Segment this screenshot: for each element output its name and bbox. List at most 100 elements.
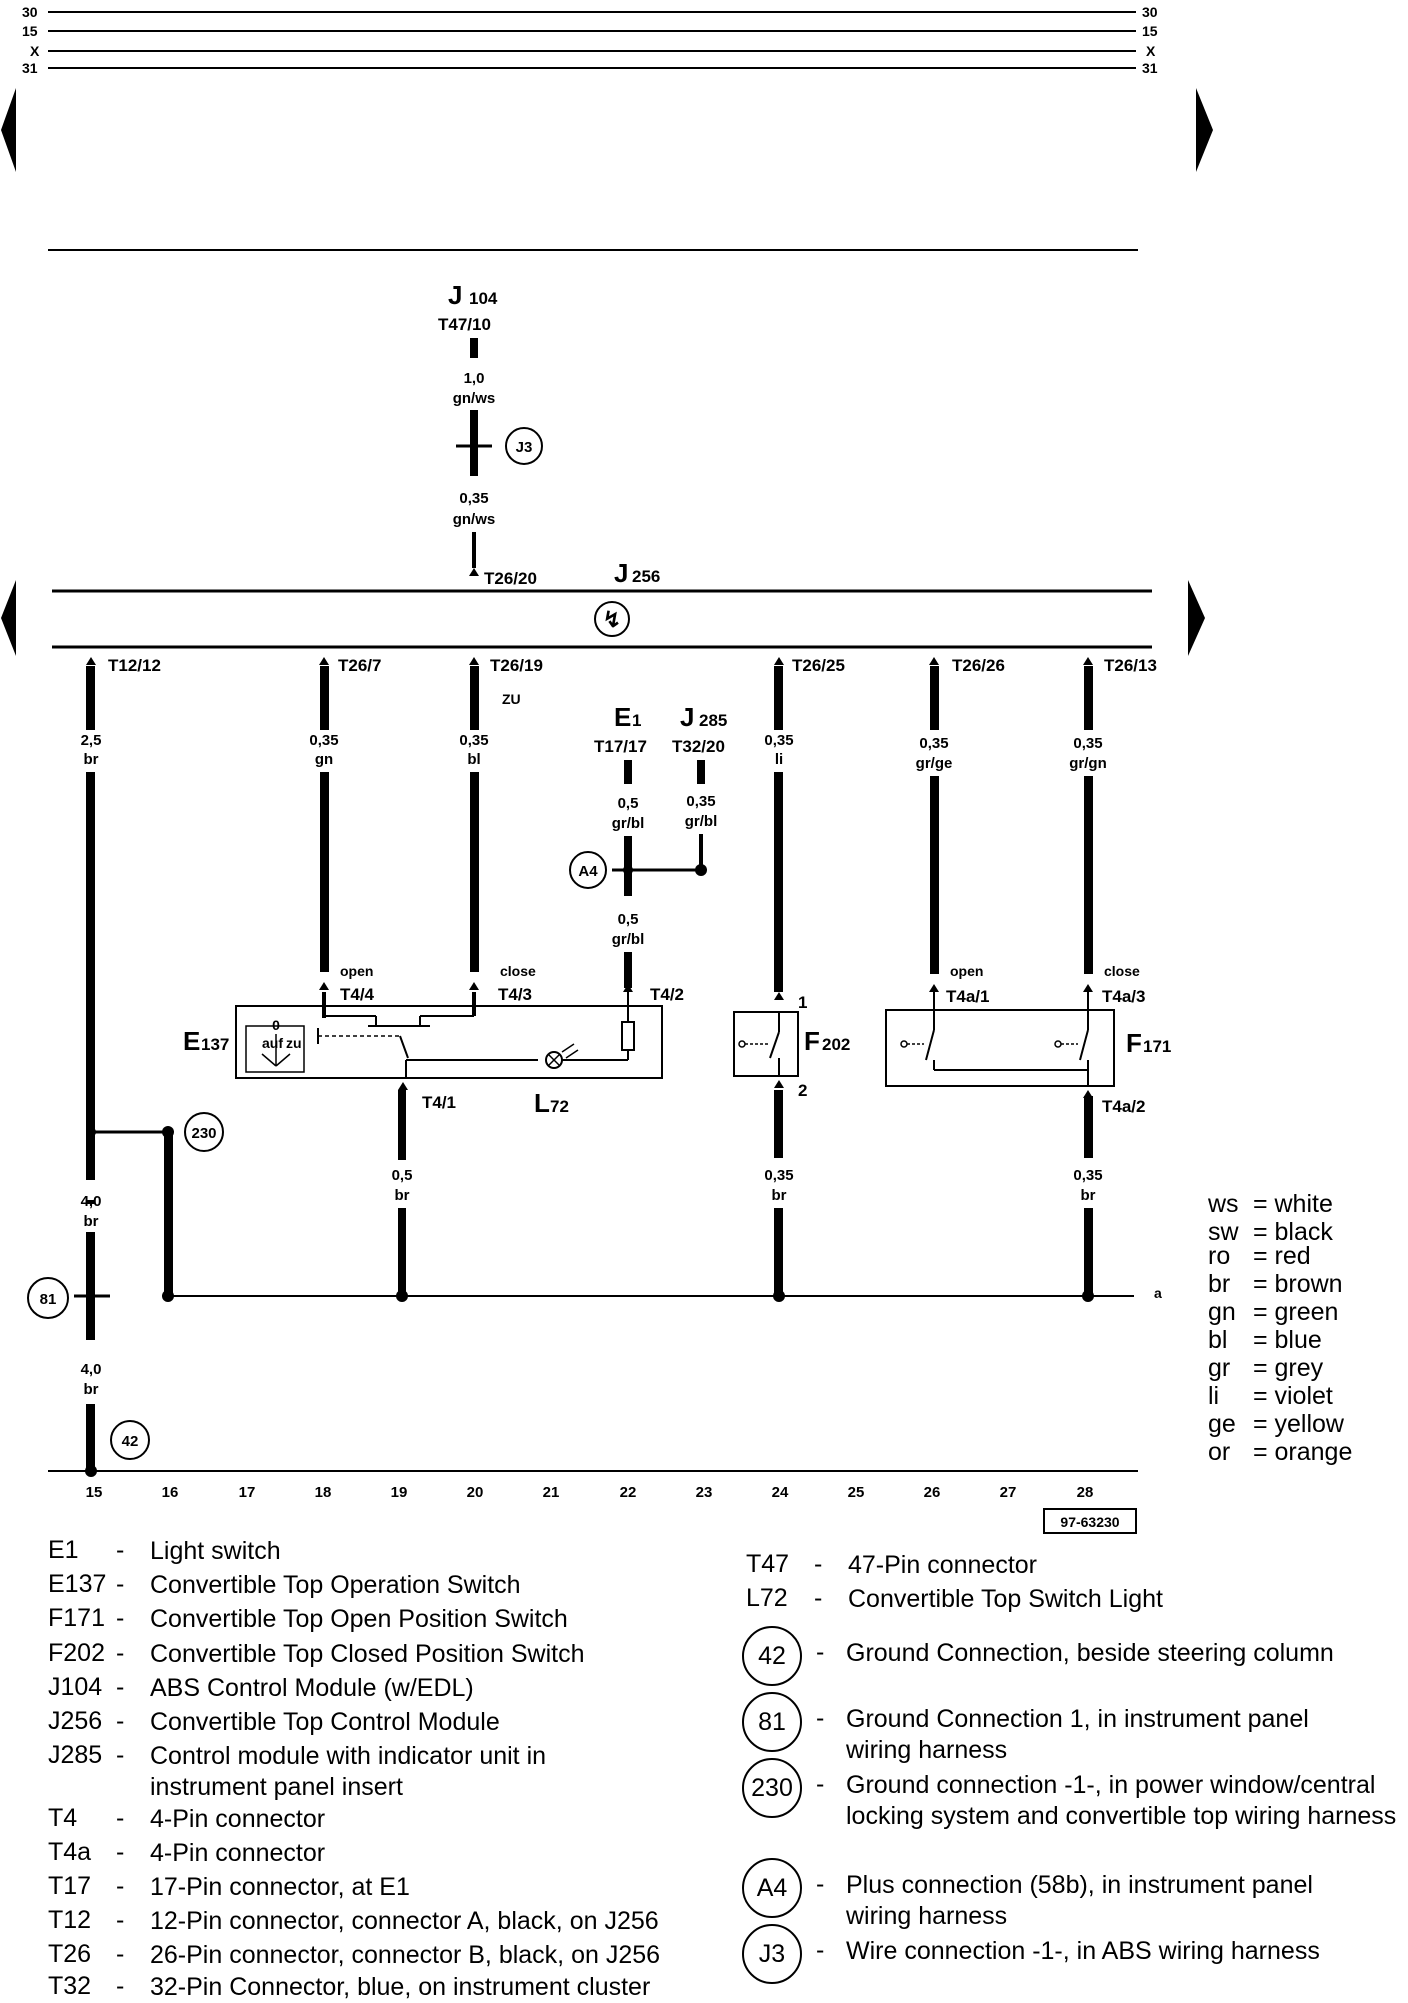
svg-text:4,0: 4,0	[81, 1361, 102, 1378]
j104-wire-top-size: 1,0	[464, 370, 485, 387]
j104-name: J	[448, 280, 462, 310]
svg-text:20: 20	[467, 1484, 484, 1501]
svg-text:0,35: 0,35	[309, 732, 338, 749]
top-bus	[48, 11, 1136, 69]
svg-text:0,35: 0,35	[764, 1167, 793, 1184]
legend-row: br = brown	[1208, 1270, 1343, 1298]
svg-text:E: E	[183, 1026, 200, 1056]
ground-network: 230 4,0 br a 81 4,0 br 42	[27, 1112, 1162, 1477]
column-numbers: 15 16 17 18 19 20 21 22 23 24 25 26 27 2…	[86, 1484, 1094, 1501]
bus-label-right-x: X	[1146, 43, 1156, 59]
svg-text:br: br	[1081, 1187, 1096, 1204]
j3-connector-circle	[505, 427, 543, 465]
j104-wire-top-color: gn/ws	[453, 390, 496, 407]
j3-connector-label: J3	[516, 439, 533, 456]
svg-text:0,5: 0,5	[392, 1167, 413, 1184]
svg-text:18: 18	[315, 1484, 332, 1501]
prev-module-arrow[interactable]	[1, 580, 16, 656]
svg-text:gr/bl: gr/bl	[612, 815, 645, 832]
svg-text:25: 25	[848, 1484, 865, 1501]
next-page-arrow[interactable]	[1196, 88, 1213, 172]
wire-col-18: T26/7 0,35 gn	[309, 656, 381, 972]
svg-text:23: 23	[696, 1484, 713, 1501]
svg-text:0,35: 0,35	[1073, 735, 1102, 752]
svg-text:T26/19: T26/19	[490, 656, 543, 675]
j256-sub: 256	[632, 567, 660, 586]
svg-text:F: F	[804, 1026, 820, 1056]
svg-text:close: close	[500, 963, 536, 979]
svg-text:24: 24	[772, 1484, 789, 1501]
svg-text:T32/20: T32/20	[672, 737, 725, 756]
svg-text:T4a/1: T4a/1	[946, 987, 989, 1006]
svg-text:F: F	[1126, 1028, 1142, 1058]
svg-text:42: 42	[122, 1433, 139, 1450]
wire-color-legend: ws = white sw = black ro = red br = brow…	[1208, 1190, 1352, 1466]
electronic-module-icon	[594, 601, 630, 637]
svg-text:0,35: 0,35	[1073, 1167, 1102, 1184]
svg-text:T12/12: T12/12	[108, 656, 161, 675]
bus-label-left-30: 30	[22, 4, 38, 20]
bus-labels: 30 15 X 31 30 15 X 31	[22, 4, 1158, 76]
component-key-left: E1-Light switch E137-Convertible Top Ope…	[48, 1536, 661, 2001]
svg-text:A4: A4	[578, 863, 598, 880]
svg-text:T26/26: T26/26	[952, 656, 1005, 675]
svg-text:L: L	[534, 1088, 550, 1118]
svg-text:27: 27	[1000, 1484, 1017, 1501]
svg-text:T4/4: T4/4	[340, 985, 375, 1004]
svg-text:230: 230	[191, 1125, 216, 1142]
wire-col-24: T26/25 0,35 li	[764, 656, 845, 992]
j285-branch: J 285 T32/20 0,35 gr/bl	[672, 702, 727, 870]
svg-text:open: open	[950, 963, 983, 979]
legend-row: gr = grey	[1208, 1354, 1324, 1382]
svg-text:ZU: ZU	[502, 691, 521, 707]
svg-text:zu: zu	[286, 1035, 302, 1051]
f171-switch: open T4a/1 close T4a/3 F 171 T4a/2 0,35 …	[885, 963, 1171, 1296]
svg-text:auf: auf	[262, 1035, 283, 1051]
svg-text:1: 1	[632, 711, 641, 730]
svg-text:285: 285	[699, 711, 727, 730]
svg-text:br: br	[84, 751, 99, 768]
svg-text:a: a	[1154, 1285, 1162, 1301]
legend-row: or = orange	[1208, 1438, 1353, 1466]
svg-text:br: br	[84, 1213, 99, 1230]
bus-label-right-15: 15	[1142, 23, 1158, 39]
svg-text:15: 15	[86, 1484, 103, 1501]
bus-label-left-15: 15	[22, 23, 38, 39]
svg-text:2,5: 2,5	[81, 732, 102, 749]
svg-text:J: J	[680, 702, 694, 732]
legend-row: ge = yellow	[1208, 1410, 1344, 1438]
legend-row: ws = white	[1208, 1190, 1333, 1218]
legend-row: sw = black	[1208, 1218, 1333, 1246]
svg-text:17: 17	[239, 1484, 256, 1501]
svg-text:T4a/2: T4a/2	[1102, 1097, 1145, 1116]
svg-text:21: 21	[543, 1484, 560, 1501]
svg-text:26: 26	[924, 1484, 941, 1501]
svg-text:T26/25: T26/25	[792, 656, 845, 675]
j104-wire-bottom-color: gn/ws	[453, 511, 496, 528]
svg-text:16: 16	[162, 1484, 179, 1501]
svg-text:gr/bl: gr/bl	[612, 931, 645, 948]
t26-20-pin: T26/20	[484, 569, 537, 588]
bus-label-right-30: 30	[1142, 4, 1158, 20]
next-module-arrow[interactable]	[1188, 580, 1205, 656]
svg-text:1: 1	[798, 993, 807, 1012]
svg-text:T4/1: T4/1	[422, 1093, 456, 1112]
j256-name: J	[614, 558, 628, 588]
svg-text:4,0: 4,0	[81, 1193, 102, 1210]
e1-branch: E 1 T17/17 0,5 gr/bl A4 0,5 gr/bl	[569, 702, 707, 992]
svg-text:gr/gn: gr/gn	[1069, 755, 1107, 772]
svg-text:T26/7: T26/7	[338, 656, 381, 675]
j104-sub: 104	[469, 289, 498, 308]
svg-text:gr/bl: gr/bl	[685, 813, 718, 830]
svg-text:T4/3: T4/3	[498, 985, 532, 1004]
svg-text:bl: bl	[467, 751, 480, 768]
svg-text:28: 28	[1077, 1484, 1094, 1501]
wire-col-15: T12/12 2,5 br	[81, 656, 161, 1204]
svg-text:0,5: 0,5	[618, 911, 639, 928]
bus-label-right-31: 31	[1142, 60, 1158, 76]
svg-text:gr/ge: gr/ge	[916, 755, 953, 772]
svg-text:137: 137	[201, 1035, 229, 1054]
svg-text:0,35: 0,35	[764, 732, 793, 749]
prev-page-arrow[interactable]	[1, 88, 16, 172]
connection-key: 42-Ground Connection, beside steering co…	[742, 1626, 1406, 2000]
